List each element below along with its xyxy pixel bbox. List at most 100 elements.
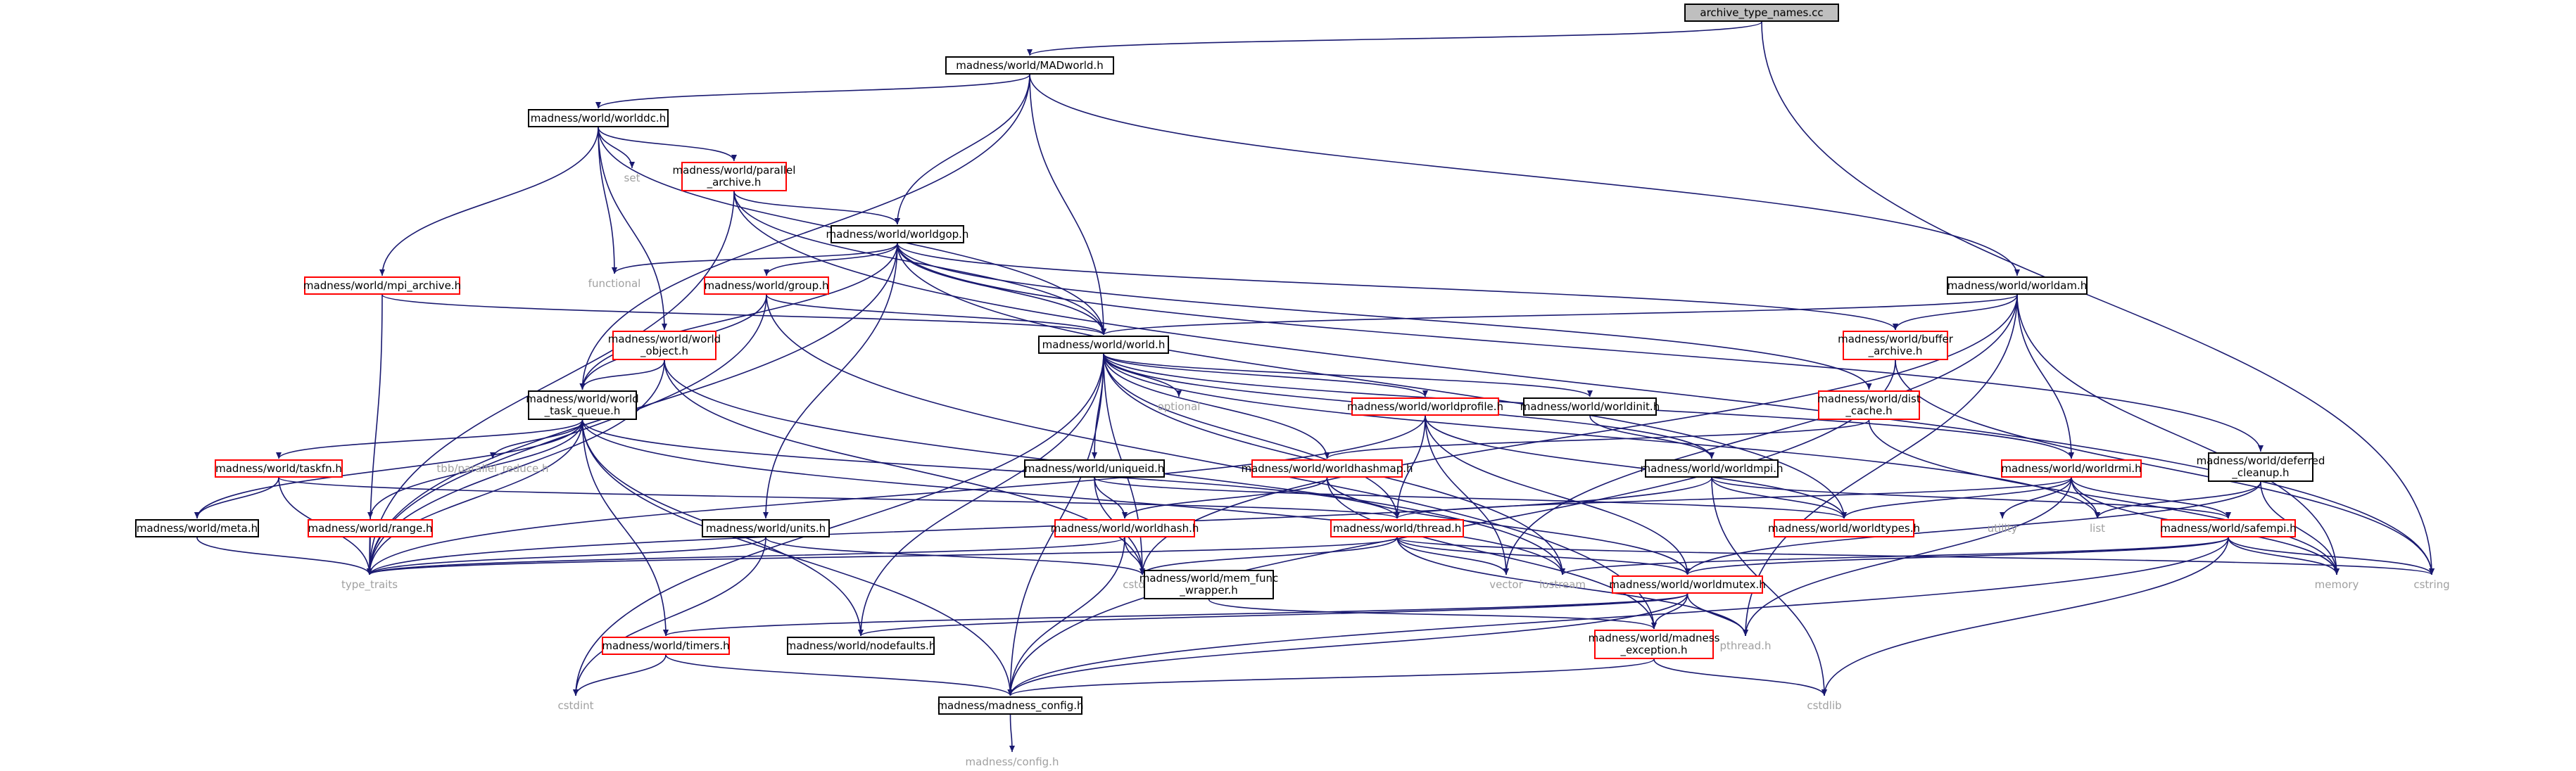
edge-world-task-queue-to-taskfn [276,419,583,459]
edge-units-to-cstddef [765,537,1145,575]
edge-worldinit-to-worldmpi [1589,415,1715,459]
edge-madworld-to-world-h [1029,74,1106,336]
node-taskfn[interactable]: madness/world/taskfn.h [215,459,343,478]
node-dist-cache[interactable]: madness/world/dist _cache.h [1817,390,1921,420]
edge-units-to-cstdint [573,537,766,696]
edge-worldgop-to-worldtypes [897,243,1847,519]
node-worlddc[interactable]: madness/world/worlddc.h [528,109,669,127]
node-worldgop[interactable]: madness/world/worldgop.h [826,225,968,243]
edge-worldgop-to-world-task-queue [579,243,898,390]
edge-safempi-to-cstdlib [1821,537,2229,696]
node-worldam[interactable]: madness/world/worldam.h [1947,276,2088,295]
node-memory: memory [2314,578,2359,591]
edge-worldrmi-to-worldtypes [1841,477,2072,519]
edge-worldhash-to-type-traits [367,537,1125,575]
edge-taskfn-to-meta [194,477,279,519]
edge-worlddc-to-mpi-archive [379,127,599,276]
edge-world-task-queue-to-range [367,419,583,519]
node-worldhash[interactable]: madness/world/worldhash.h [1051,519,1199,537]
node-worldthread[interactable]: madness/world/thread.h [1330,519,1464,537]
node-meta[interactable]: madness/world/meta.h [135,519,259,537]
node-worldinit[interactable]: madness/world/worldinit.h [1520,397,1660,416]
edge-worldprofile-to-worldthread [1394,415,1426,519]
node-madness-exception[interactable]: madness/world/madness _exception.h [1589,630,1719,659]
edge-worldgop-to-world-h [897,243,1106,336]
edge-worldprofile-to-worldmutex [1425,415,1691,575]
edge-worlddc-to-parallel-archive [598,127,737,162]
node-worldtypes[interactable]: madness/world/worldtypes.h [1768,519,1920,537]
edge-worldrmi-to-worldthread [1394,477,2072,519]
node-world-h[interactable]: madness/world/world.h [1038,336,1169,354]
node-mpi-archive[interactable]: madness/world/mpi_archive.h [303,276,461,295]
edge-worldgop-to-units [763,243,898,519]
node-parallel-archive[interactable]: madness/world/parallel _archive.h [673,162,795,191]
node-nodefaults[interactable]: madness/world/nodefaults.h [786,637,935,655]
edge-worldmutex-to-madness-config [1007,593,1688,696]
edge-madness-exception-to-madness-config [1007,658,1655,696]
node-root: archive_type_names.cc [1684,4,1839,22]
node-pthread: pthread.h [1719,639,1772,652]
edge-worldgop-to-group [764,243,898,276]
node-timers[interactable]: madness/world/timers.h [602,637,730,655]
edge-safempi-to-memory [2228,537,2340,575]
edge-parallel-archive-to-cstring [733,191,2435,575]
node-iostream: iostream [1539,578,1586,591]
edge-world-task-queue-to-iostream [581,419,1565,575]
edge-worldmpi-to-type-traits [367,477,1712,575]
edge-timers-to-madness-config [665,654,1014,696]
node-units[interactable]: madness/world/units.h [702,519,830,537]
node-worldhashmap[interactable]: madness/world/worldhashmap.h [1241,459,1413,478]
edge-madworld-to-worldgop [895,74,1030,225]
node-deferred-cleanup[interactable]: madness/world/deferred _cleanup.h [2197,452,2325,482]
node-worldrmi[interactable]: madness/world/worldrmi.h [2001,459,2142,478]
edge-worldrmi-to-safempi [2071,477,2231,519]
node-buffer-archive[interactable]: madness/world/buffer _archive.h [1838,331,1953,360]
edge-timers-to-cstdint [573,654,667,696]
edge-dist-cache-to-memory [1868,419,2340,575]
edge-parallel-archive-to-type-traits [367,191,735,575]
node-cstdint: cstdint [557,699,594,712]
node-group[interactable]: madness/world/group.h [704,276,829,295]
edge-world-object-to-world-task-queue [579,359,665,390]
edge-madworld-to-worldam [1029,74,2020,276]
edge-madness-exception-to-cstdlib [1653,658,1827,696]
edge-worldam-to-vector [1503,294,2018,575]
edge-world-task-queue-to-type-traits [367,419,583,575]
edge-meta-to-type-traits [196,537,372,575]
node-set: set [624,172,640,184]
edge-worldam-to-pthread [1743,294,2018,637]
node-uniqueid[interactable]: madness/world/uniqueid.h [1024,459,1165,478]
edge-worldmutex-to-nodefaults [858,593,1688,637]
edge-worldam-to-buffer-archive [1893,294,2018,331]
node-worldmutex[interactable]: madness/world/worldmutex.h [1609,575,1766,594]
edge-world-task-queue-to-timers [581,419,669,637]
edge-worldthread-to-vector [1396,537,1509,575]
node-madness-config[interactable]: madness/madness_config.h [937,696,1084,715]
edge-worlddc-to-world-object [598,127,667,331]
edge-worldmutex-to-madness-exception [1651,593,1688,630]
edge-deferred-cleanup-to-memory [2260,481,2340,575]
edge-root-to-madworld [1027,21,1762,56]
edge-root-to-cstring [1761,21,2435,575]
edge-dist-cache-to-worldhashmap [1324,419,1870,459]
edge-world-task-queue-to-meta [194,419,583,519]
edge-deferred-cleanup-to-list [2095,481,2261,519]
edge-worldgop-to-functional [612,243,898,274]
node-worldprofile[interactable]: madness/world/worldprofile.h [1347,397,1503,416]
node-range[interactable]: madness/world/range.h [308,519,433,537]
node-safempi[interactable]: madness/world/safempi.h [2160,519,2297,537]
edge-madworld-to-world-task-queue [579,74,1030,390]
edge-mem-func-wrapper-to-madness-exception [1208,599,1657,630]
edge-worldmpi-to-worldtypes [1711,477,1847,519]
node-cstring: cstring [2413,578,2450,591]
node-world-object[interactable]: madness/world/world _object.h [608,331,721,360]
edge-worldrmi-to-utility [2000,477,2072,519]
edge-worldam-to-world-h [1101,294,2018,336]
node-worldmpi[interactable]: madness/world/worldmpi.h [1641,459,1783,478]
node-madworld[interactable]: madness/world/MADworld.h [945,56,1114,75]
node-world-task-queue[interactable]: madness/world/world _task_queue.h [526,390,639,420]
edge-world-h-to-worldthread [1103,353,1400,519]
edge-group-to-madness-exception [766,294,1657,630]
node-mem-func-wrapper[interactable]: madness/world/mem_func _wrapper.h [1139,570,1278,599]
